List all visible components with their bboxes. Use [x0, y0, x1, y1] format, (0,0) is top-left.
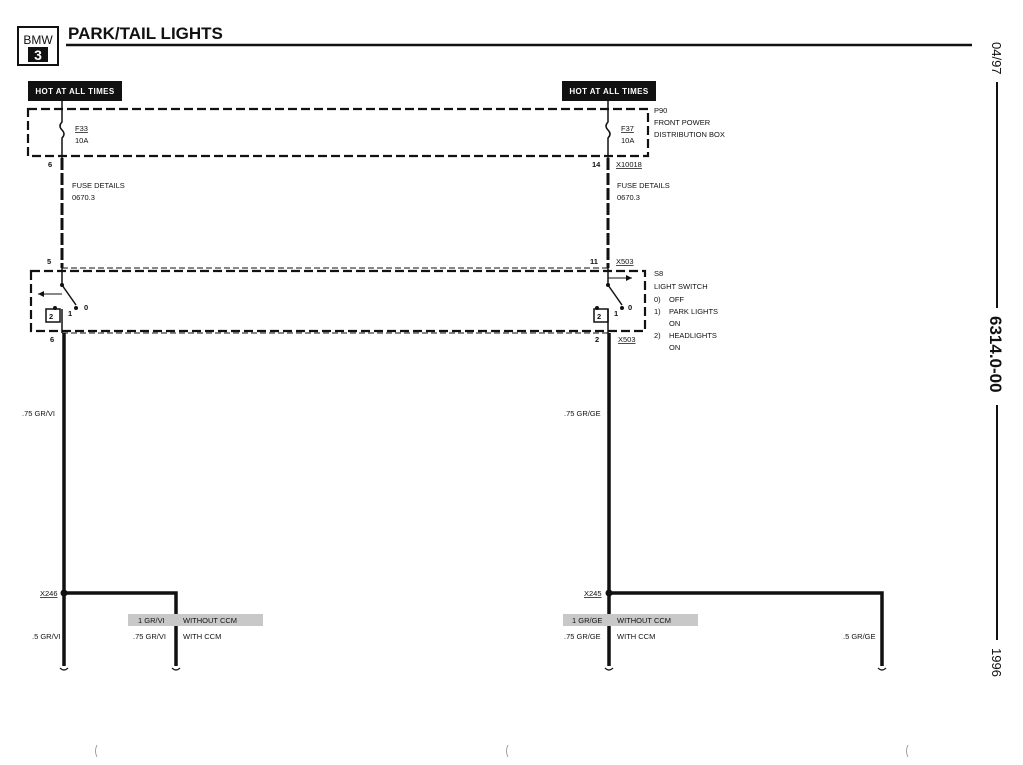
model-year: 1996 [989, 648, 1004, 677]
hot-label: HOT AT ALL TIMES [35, 87, 115, 96]
page-marks [95, 744, 909, 758]
fuse-rating: 10A [621, 136, 634, 145]
fuse-details-ref: 0670.3 [617, 193, 640, 202]
option-wire-label: .75 GR/GE [564, 632, 601, 641]
position-text: ON [669, 319, 680, 328]
fuse-f33: F33 10A [59, 101, 88, 158]
bmw-logo: BMW 3 [17, 26, 59, 66]
option-highlight-right [563, 614, 698, 626]
switch-pin-label: 1 [68, 309, 72, 318]
position-number: 2) [654, 331, 661, 340]
side-margin: 04/97 6314.0-00 1996 [986, 42, 1005, 677]
hot-badge-right: HOT AT ALL TIMES [562, 81, 656, 101]
logo-series: 3 [34, 47, 42, 63]
light-switch-contacts-right: 2 1 0 [593, 268, 632, 333]
option-wire-label: 1 GR/VI [138, 616, 165, 625]
fuse-f37: F37 10A [605, 101, 634, 158]
switch-name: LIGHT SWITCH [654, 282, 708, 291]
option-highlight-left [128, 614, 263, 626]
position-text: OFF [669, 295, 684, 304]
light-switch-contacts-left: 2 1 0 [38, 268, 88, 333]
light-switch-outline [29, 269, 647, 333]
splice-x246: X246 [40, 589, 178, 666]
splice-label: X246 [40, 589, 58, 598]
switch-id: S8 [654, 269, 663, 278]
power-distribution-box-outline [26, 107, 650, 158]
continuation-arrows [59, 667, 887, 671]
power-box-name-line2: DISTRIBUTION BOX [654, 130, 725, 139]
with-ccm-label: WITH CCM [183, 632, 221, 641]
power-box-id: P90 [654, 106, 667, 115]
connector-label: X503 [618, 335, 636, 344]
position-text: ON [669, 343, 680, 352]
pin-label: 2 [595, 335, 599, 344]
revision-date: 04/97 [989, 42, 1004, 75]
branch-wire-label: .5 GR/GE [843, 632, 876, 641]
fuse-details-label: FUSE DETAILS [72, 181, 125, 190]
fuse-name: F33 [75, 124, 88, 133]
pin-label: 11 [590, 257, 598, 266]
logo-text: BMW [23, 33, 53, 47]
pin-label: 14 [592, 160, 601, 169]
hot-label: HOT AT ALL TIMES [569, 87, 649, 96]
without-ccm-label: WITHOUT CCM [617, 616, 671, 625]
pin-label: 6 [48, 160, 52, 169]
splice-x245: X245 [584, 589, 884, 666]
connector-label: X10018 [616, 160, 642, 169]
switch-pin-label: 2 [49, 312, 53, 321]
hot-badge-left: HOT AT ALL TIMES [28, 81, 122, 101]
switch-pin-label: 0 [84, 303, 88, 312]
switch-pin-label: 0 [628, 303, 632, 312]
option-wire-label: 1 GR/GE [572, 616, 602, 625]
without-ccm-label: WITHOUT CCM [183, 616, 237, 625]
position-number: 1) [654, 307, 661, 316]
with-ccm-label: WITH CCM [617, 632, 655, 641]
wire-label: .75 GR/GE [564, 409, 601, 418]
page-title: PARK/TAIL LIGHTS [68, 24, 223, 43]
splice-label: X245 [584, 589, 602, 598]
document-number: 6314.0-00 [986, 316, 1005, 393]
position-number: 0) [654, 295, 661, 304]
fuse-details-label: FUSE DETAILS [617, 181, 670, 190]
position-text: PARK LIGHTS [669, 307, 718, 316]
branch-wire-label: .5 GR/VI [32, 632, 61, 641]
pin-label: 6 [50, 335, 54, 344]
connector-label: X503 [616, 257, 634, 266]
wire-label: .75 GR/VI [22, 409, 55, 418]
fuse-details-ref: 0670.3 [72, 193, 95, 202]
switch-pin-label: 2 [597, 312, 601, 321]
fuse-rating: 10A [75, 136, 88, 145]
position-text: HEADLIGHTS [669, 331, 717, 340]
pin-label: 5 [47, 257, 51, 266]
power-box-name-line1: FRONT POWER [654, 118, 711, 127]
light-switch-legend: S8 LIGHT SWITCH 0) OFF 1) PARK LIGHTS ON… [654, 269, 718, 352]
fuse-name: F37 [621, 124, 634, 133]
switch-pin-label: 1 [614, 309, 618, 318]
option-wire-label: .75 GR/VI [133, 632, 166, 641]
